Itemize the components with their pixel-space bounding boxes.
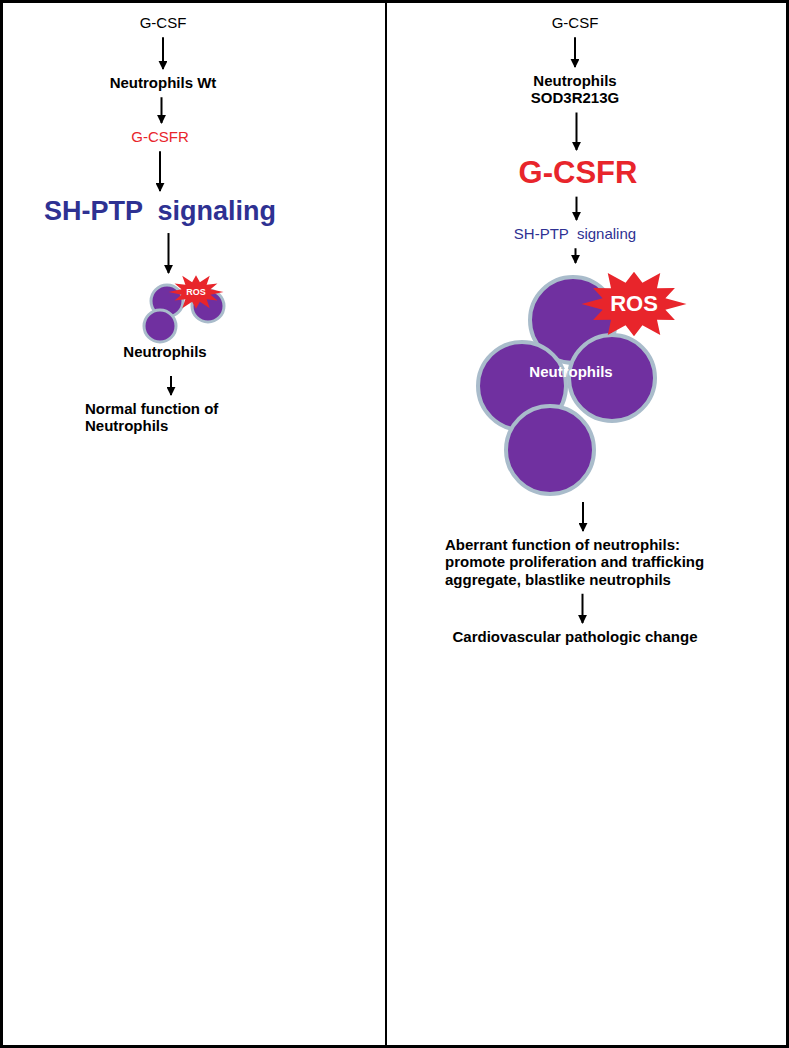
step-text: G-CSF <box>552 14 599 31</box>
ros-burst <box>169 275 224 309</box>
flow-arrow <box>582 502 584 531</box>
flow-step: G-CSF <box>140 14 187 31</box>
flow-step: G-CSF <box>552 14 599 31</box>
step-text: SH-PTP signaling <box>44 196 276 227</box>
flow-arrow <box>582 594 584 623</box>
ros-label: ROS <box>186 287 206 297</box>
flow-step: SH-PTP signaling <box>514 225 636 242</box>
neutrophil-cell <box>506 406 594 494</box>
flow-arrow <box>575 248 577 263</box>
flow-arrow <box>575 197 577 220</box>
ros-burst <box>582 272 687 336</box>
step-text: Aberrant function of neutrophils: promot… <box>445 536 735 588</box>
step-text: Neutrophils SOD3R213G <box>500 72 650 107</box>
step-text: Normal function of Neutrophils <box>85 400 245 435</box>
neutrophil-cell <box>144 310 176 342</box>
flow-step: Aberrant function of neutrophils: promot… <box>445 536 735 588</box>
flow-arrow <box>575 113 577 151</box>
step-text: Cardiovascular pathologic change <box>452 628 697 645</box>
step-text: G-CSFR <box>519 155 638 191</box>
panel-divider <box>385 2 387 1047</box>
flow-arrow <box>574 37 576 67</box>
flow-step: G-CSFR <box>131 128 189 145</box>
flow-step: Neutrophils Wt <box>110 74 217 91</box>
cell-label: Neutrophils <box>123 343 206 360</box>
flow-step: Neutrophils SOD3R213G <box>500 72 650 107</box>
flow-arrow <box>161 97 163 123</box>
step-text: Neutrophils Wt <box>110 74 217 91</box>
flow-step: Normal function of Neutrophils <box>85 400 245 435</box>
neutrophil-cluster: ROS Neutrophils <box>112 278 242 370</box>
flow-step: G-CSFR <box>519 155 638 191</box>
flow-step: Cardiovascular pathologic change <box>452 628 697 645</box>
ros-label: ROS <box>610 291 658 316</box>
flow-arrow <box>168 233 170 273</box>
neutrophil-cluster: ROS Neutrophils <box>466 268 686 496</box>
cell-label: Neutrophils <box>529 363 612 380</box>
step-text: SH-PTP signaling <box>514 225 636 242</box>
flow-arrow <box>170 376 172 395</box>
flow-arrow <box>159 151 161 191</box>
flow-arrow <box>162 37 164 69</box>
flow-step: SH-PTP signaling <box>44 196 276 227</box>
step-text: G-CSFR <box>131 128 189 145</box>
step-text: G-CSF <box>140 14 187 31</box>
